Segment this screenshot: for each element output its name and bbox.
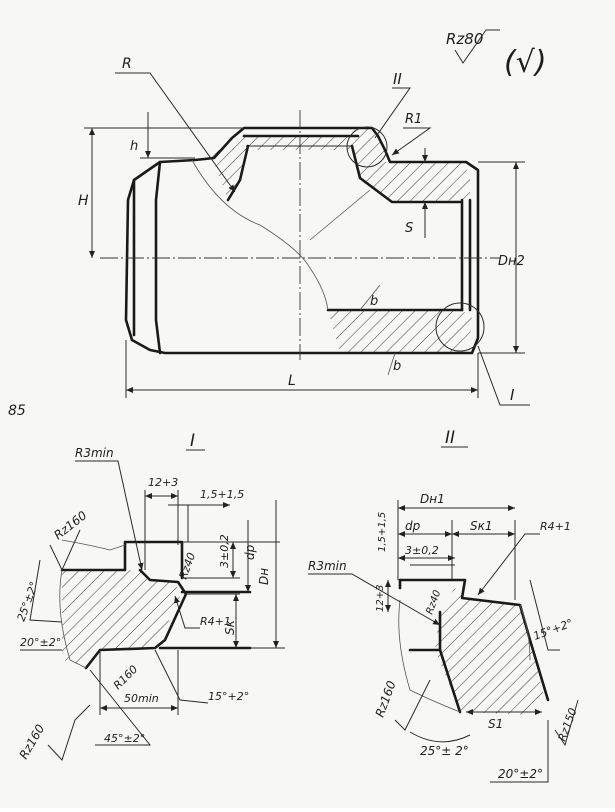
detailII-dim3: 3±0,2 <box>405 544 439 557</box>
detail-I-title: I <box>190 431 195 451</box>
detailII-R4-leader <box>477 533 540 596</box>
detailI-Sk: Sк <box>223 619 237 635</box>
detailII-DH1: Dн1 <box>420 492 445 506</box>
detailII-Rz160: Rz160 <box>373 679 399 719</box>
detailII-ang15-arc <box>529 579 560 651</box>
detailII-Sk1: Sк1 <box>470 519 493 533</box>
label-b2: b <box>393 359 401 374</box>
detailII-tol15: 1,5+1,5 <box>377 512 388 552</box>
detailI-ang45: 45°±2° <box>104 732 145 745</box>
detailI-ang25-arc <box>29 559 63 623</box>
detailII-S1: S1 <box>488 717 503 731</box>
detail-II: II Dн1 dp Sк1 R4+1 1,5+1,5 3±0,2 R3min 1… <box>308 428 580 783</box>
main-hatch-lower <box>328 310 472 353</box>
detailII-ang20: 20°±2° <box>498 767 543 781</box>
detail-I-circle <box>435 302 485 352</box>
detailI-ang20: 20°±2° <box>20 636 61 649</box>
b1-leader <box>359 284 381 311</box>
R1-leader <box>391 127 432 156</box>
detailI-ang45-leader <box>89 669 152 746</box>
detailI-R4: R4+1 <box>200 615 231 628</box>
label-R: R <box>122 56 132 72</box>
detailII-hatch <box>435 588 545 715</box>
detailI-dp: dp <box>243 544 257 560</box>
detailI-tol15: 1,5+1,5 <box>200 488 244 501</box>
detailI-ang15: 15°+2° <box>208 690 249 703</box>
label-h: h <box>130 139 138 154</box>
main-view: R II R1 h H S Dн2 b b L <box>78 56 530 406</box>
detailII-tol12: 12+3 <box>375 585 386 612</box>
detailI-R160: R160 <box>111 663 140 692</box>
main-break-line <box>191 159 329 311</box>
b2-leader <box>387 352 396 376</box>
label-L: L <box>288 373 296 389</box>
roughness-mark: Rz80 (√) <box>446 29 547 80</box>
detailI-hatch <box>62 570 182 665</box>
label-I: I <box>510 386 515 404</box>
main-left-chamfer <box>154 160 162 355</box>
detailI-Rz160-b-symbol <box>47 704 91 761</box>
I-leader <box>477 345 530 406</box>
detailI-DH: Dн <box>257 568 271 585</box>
detailI-50min: 50min <box>124 692 159 705</box>
detailI-ang25: 25°±2° <box>15 580 41 623</box>
detailI-Rz40: Rz40 <box>177 551 199 581</box>
detailI-Rz160-b: Rz160 <box>16 722 47 762</box>
detailI-break-top <box>61 539 126 551</box>
detailI-Rz160-a: Rz160 <box>51 508 89 542</box>
main-hatch-left <box>210 146 248 200</box>
detailII-ang15: 15°+2° <box>532 617 575 643</box>
detailI-ang15-leader <box>154 649 209 704</box>
detailII-break-right <box>519 604 531 661</box>
detailI-R3min-leader <box>75 460 144 571</box>
label-DH2: Dн2 <box>498 254 525 269</box>
label-S: S <box>405 221 413 236</box>
detailI-R4-leader <box>174 595 200 629</box>
detail-II-title: II <box>445 428 455 448</box>
detailI-Rz160-a-symbol <box>49 529 81 572</box>
label-II: II <box>393 70 402 88</box>
main-diag-line <box>309 189 371 241</box>
roughness-symbol: (√) <box>504 45 547 80</box>
detail-I: I R3min 12+3 1,5+1,5 Rz160 Rz40 <box>15 431 285 762</box>
detailII-R4: R4+1 <box>540 520 571 533</box>
detailI-R3min: R3min <box>75 446 114 460</box>
II-leader <box>374 87 411 139</box>
label-H: H <box>78 193 89 209</box>
main-cross-left <box>226 144 250 202</box>
detailII-ang20-leader <box>490 720 549 783</box>
detailI-tol12: 12+3 <box>148 476 178 489</box>
detailI-dim3: 3±0,2 <box>218 534 231 568</box>
detailII-R3min: R3min <box>308 559 347 573</box>
detail-II-circle <box>346 126 388 168</box>
detailII-break-left <box>398 599 461 713</box>
detailII-dp: dp <box>405 519 421 533</box>
detailII-ang25: 25°± 2° <box>420 744 469 758</box>
main-outer-contour <box>124 126 480 355</box>
detailII-R3min-leader <box>308 573 441 626</box>
roughness-global-label: Rz80 <box>446 30 483 48</box>
detailII-Rz150-symbol <box>554 699 579 747</box>
main-hatch-upper <box>232 128 470 202</box>
detailII-Rz160-symbol <box>394 679 431 731</box>
detailI-break-left <box>59 569 87 669</box>
label-R1: R1 <box>405 112 422 127</box>
label-b1: b <box>370 294 378 309</box>
detailII-ang25-arc <box>409 731 471 743</box>
R-leader <box>115 72 236 193</box>
margin-note: 85 <box>8 403 26 419</box>
